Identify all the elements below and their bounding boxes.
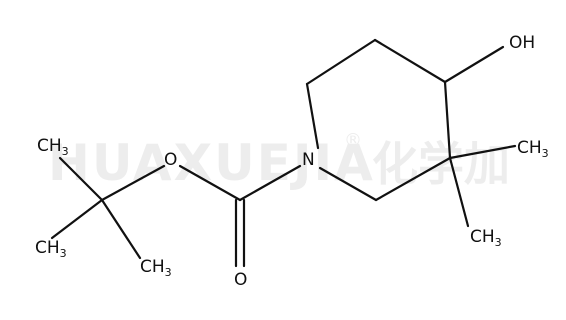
bond-quaternary-c-methyl-upper [58,156,104,202]
bond-c6-n [318,166,378,202]
bond-c5-methyl-lower [448,156,470,228]
bond-c5-c6 [374,156,452,202]
watermark: HUAXUEJIA ® 化学加 [48,130,510,192]
methyl-upper-left-label: CH3 [37,136,69,158]
ester-oxygen-label: O [164,150,177,170]
hydroxyl-label: OH [509,33,535,53]
carbonyl-oxygen-label: O [234,270,247,290]
bonds [50,38,517,268]
bond-c5-methyl-upper [448,144,517,160]
bond-n-c2 [305,82,320,150]
bond-c4-oh [443,45,505,84]
methyl-right-lower-label: CH3 [470,227,502,249]
bond-c3-c4 [373,38,447,84]
atom-labels: OH N O O CH3 CH3 CH3 CH3 CH3 [35,33,549,290]
bond-c2-c3 [305,38,377,86]
methyl-right-upper-label: CH3 [517,138,549,160]
watermark-registered-mark: ® [344,130,362,151]
methyl-lower-mid-label: CH3 [140,257,172,279]
methyl-lower-left-label: CH3 [35,238,67,260]
bond-c4-c5 [443,80,452,160]
bond-n-carbonyl-c [238,164,302,202]
bond-ester-o-quaternary-c [100,164,166,202]
bond-quaternary-c-methyl-lower [100,198,142,260]
bond-carbonyl-c-ester-o [178,164,242,202]
ring-nitrogen-label: N [302,150,315,170]
bond-quaternary-c-methyl-left [50,198,104,240]
